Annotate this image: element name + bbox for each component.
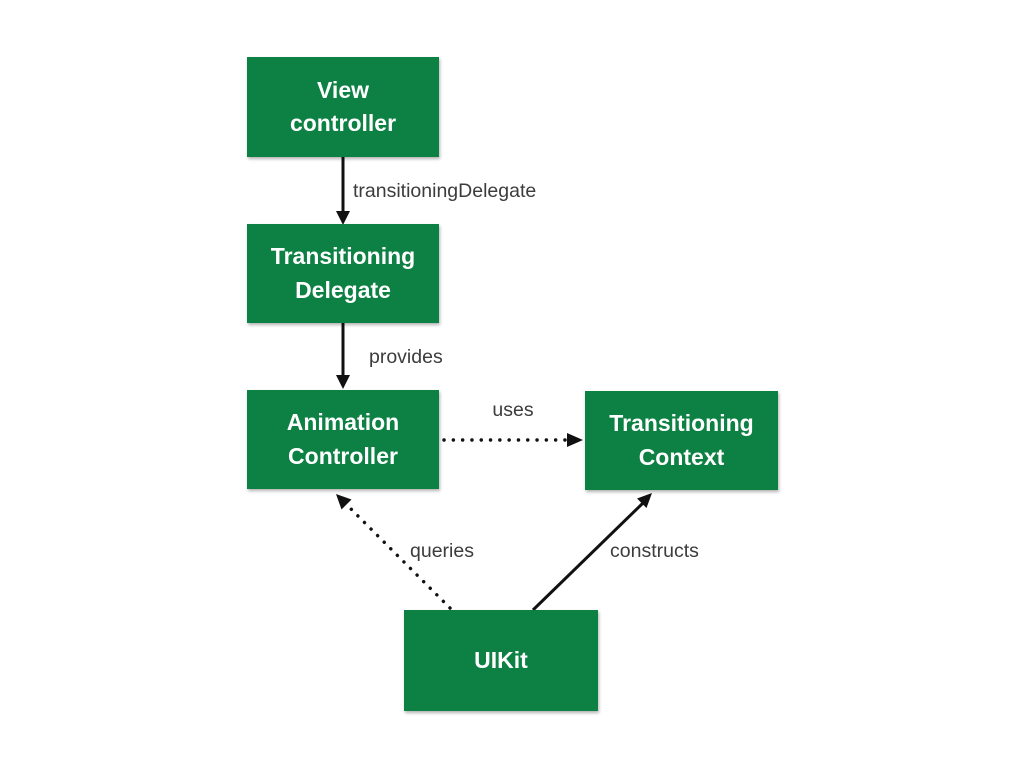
- arrowhead-down-icon: [336, 211, 350, 225]
- node-uikit: UIKit: [404, 610, 598, 711]
- arrowhead-right-icon: [567, 433, 583, 447]
- node-transitioning-context: Transitioning Context: [585, 391, 778, 490]
- edge-uses-arrow: [442, 433, 583, 447]
- edge-transitioning-delegate-arrow: [336, 157, 350, 225]
- edge-label-transitioning-delegate: transitioningDelegate: [353, 180, 537, 202]
- node-view-controller-label: View controller: [289, 76, 397, 136]
- node-transitioning-delegate: Transitioning Delegate: [247, 224, 439, 323]
- node-animation-controller-label: Animation Controller: [286, 409, 400, 469]
- arrowhead-up-right-icon: [637, 493, 652, 508]
- edge-label-provides: provides: [369, 346, 443, 368]
- node-transitioning-delegate-label: Transitioning Delegate: [270, 243, 416, 303]
- edge-provides-arrow: [336, 323, 350, 389]
- node-animation-controller: Animation Controller: [247, 390, 439, 489]
- arrowhead-up-left-icon: [336, 494, 352, 510]
- edge-label-constructs: constructs: [610, 540, 699, 562]
- node-view-controller: View controller: [247, 57, 439, 157]
- node-uikit-label: UIKit: [474, 646, 528, 673]
- edge-label-queries: queries: [410, 540, 474, 562]
- node-transitioning-context-label: Transitioning Context: [609, 410, 754, 470]
- edge-label-uses: uses: [492, 399, 534, 421]
- arrowhead-down-icon: [336, 375, 350, 389]
